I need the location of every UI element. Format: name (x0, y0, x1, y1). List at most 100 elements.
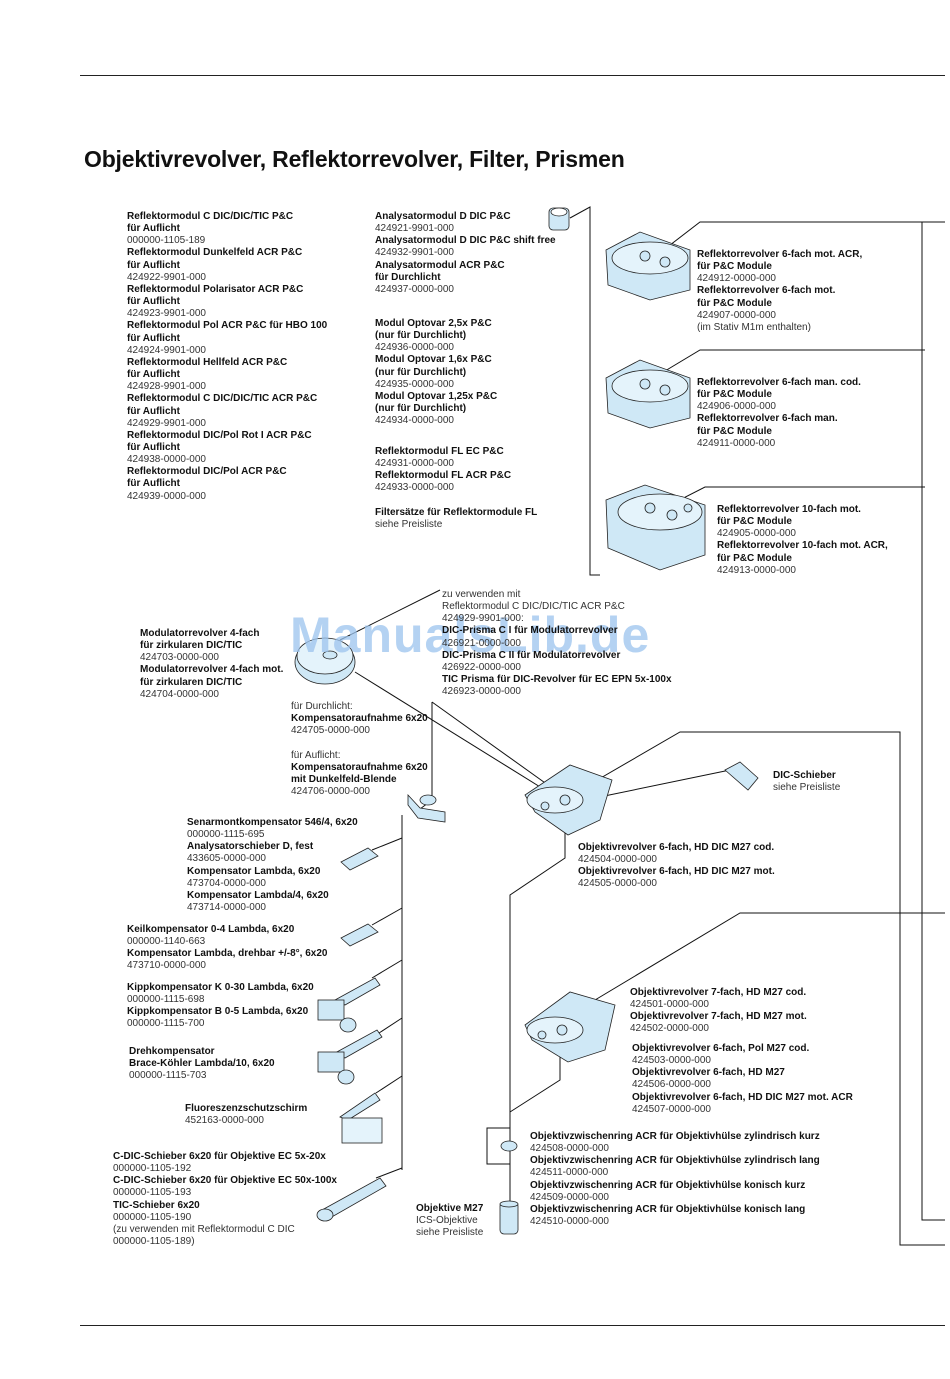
item-number: 424704-0000-000 (140, 688, 219, 700)
item-number: 424511-0000-000 (530, 1167, 609, 1179)
item-name: Analysatormodul D DIC P&C shift free (375, 235, 556, 247)
objektiv-m27-image (499, 1200, 519, 1235)
item-name: Reflektormodul FL ACR P&C (375, 470, 512, 482)
item-name: Reflektorrevolver 10-fach mot. (717, 504, 861, 515)
item-name: Reflektorrevolver 10-fach mot. ACR, (717, 540, 888, 552)
item-number: 424906-0000-000 (697, 401, 776, 413)
item-number: 433605-0000-000 (187, 853, 266, 865)
item-name: (nur für Durchlicht) (375, 403, 467, 415)
item-number: 473704-0000-000 (187, 877, 266, 889)
product-illustrations (294, 207, 759, 1235)
objektivrevolver-6-dic-list: Objektivrevolver 6-fach, HD DIC M27 cod.… (578, 842, 775, 891)
item-name: Drehkompensator (129, 1046, 215, 1057)
item-number: 424509-0000-000 (530, 1191, 609, 1203)
item-number: 000000-1115-700 (127, 1018, 205, 1030)
zwischenring-image (500, 1140, 518, 1152)
item-number: für Auflicht: (291, 750, 341, 761)
item-name: Reflektormodul C DIC/DIC/TIC P&C (127, 211, 294, 222)
objektivrevolver-6-list: Objektivrevolver 6-fach, Pol M27 cod.424… (632, 1043, 853, 1116)
drehkompensator-image (317, 1029, 383, 1085)
item-name: TIC Prisma für DIC-Revolver für EC EPN 5… (442, 674, 672, 686)
item-number: 424923-9901-000 (127, 308, 206, 320)
item-name: Modulatorrevolver 4-fach (140, 628, 260, 639)
item-number: 424703-0000-000 (140, 652, 219, 664)
item-number: siehe Preisliste (375, 519, 443, 531)
item-number: 000000-1105-189 (127, 235, 206, 247)
item-name: Modul Optovar 1,6x P&C (375, 354, 492, 366)
objektivrevolver-6-dic-image (524, 764, 613, 836)
item-name: für Auflicht (127, 478, 180, 490)
item-name: Objektivzwischenring ACR für Objektivhül… (530, 1203, 806, 1215)
item-number: (zu verwenden mit Reflektormodul C DIC (113, 1223, 295, 1235)
reflektorrevolver-man-list: Reflektorrevolver 6-fach man. cod.für P&… (697, 377, 861, 450)
top-rule (80, 75, 945, 76)
item-number: 424913-0000-000 (717, 564, 796, 576)
item-name: für P&C Module (697, 389, 772, 401)
item-name: (nur für Durchlicht) (375, 330, 467, 342)
kompensatoraufnahme-image (407, 793, 446, 823)
item-name: Modul Optovar 2,5x P&C (375, 318, 492, 329)
item-name: für P&C Module (717, 516, 792, 528)
item-number: 424929-9901-000: (442, 613, 524, 625)
item-number: 424938-0000-000 (127, 454, 206, 466)
item-name: für zirkularen DIC/TIC (140, 676, 243, 688)
item-number: 424912-0000-000 (697, 273, 776, 285)
item-name: C-DIC-Schieber 6x20 für Objektive EC 50x… (113, 1175, 337, 1187)
item-name: Objektive M27 (416, 1203, 484, 1214)
item-name: Kippkompensator B 0-5 Lambda, 6x20 (127, 1006, 309, 1018)
item-name: für Auflicht (127, 369, 180, 381)
senarmont-image (340, 847, 379, 871)
item-number: 424929-9901-000 (127, 417, 206, 429)
item-number: 424921-9901-000 (375, 223, 454, 235)
item-number: 424502-0000-000 (630, 1023, 709, 1035)
modulatorrevolver-image (294, 637, 356, 685)
item-number: für Durchlicht: (291, 701, 353, 712)
item-number: 000000-1105-192 (113, 1163, 192, 1175)
item-name: für Durchlicht (375, 271, 441, 283)
item-number: 473710-0000-000 (127, 960, 206, 972)
item-name: DIC-Schieber (773, 770, 836, 781)
objektivrevolver-7-image (524, 991, 616, 1063)
item-name: für Auflicht (127, 441, 180, 453)
item-name: Analysatormodul ACR P&C (375, 259, 505, 271)
reflektormodule-list: Reflektormodul C DIC/DIC/TIC P&C für Aufl… (127, 211, 327, 503)
item-name: Kompensatoraufnahme 6x20 (291, 762, 428, 774)
reflektorrevolver-mot-list: Reflektorrevolver 6-fach mot. ACR,für P&… (697, 249, 862, 334)
item-number: 452163-0000-000 (185, 1115, 264, 1127)
analysator-module-image (548, 207, 570, 231)
item-name: Kompensator Lambda/4, 6x20 (187, 889, 329, 901)
item-name: für P&C Module (697, 261, 772, 273)
item-number: 426922-0000-000 (442, 661, 521, 673)
item-number: Reflektormodul C DIC/DIC/TIC ACR P&C (442, 601, 625, 613)
item-name: TIC-Schieber 6x20 (113, 1199, 200, 1211)
zwischenringe-list: Objektivzwischenring ACR für Objektivhül… (530, 1131, 820, 1228)
item-name: für Auflicht (127, 259, 180, 271)
item-number: 424508-0000-000 (530, 1143, 609, 1155)
watermark: ManualsLib.de (290, 607, 651, 663)
item-name: für P&C Module (697, 297, 772, 309)
item-number: 424706-0000-000 (291, 786, 370, 798)
item-number: 424907-0000-000 (697, 309, 776, 321)
item-name: DIC-Prisma C I für Modulatorrevolver (442, 625, 618, 637)
item-name: DIC-Prisma C II für Modulatorrevolver (442, 649, 621, 661)
item-name: Reflektorrevolver 6-fach mot. (697, 285, 836, 297)
item-number: siehe Preisliste (416, 1227, 484, 1239)
kippkompensator-image (317, 977, 381, 1033)
item-number: 424507-0000-000 (632, 1103, 711, 1115)
item-name: für P&C Module (697, 425, 772, 437)
item-name: Modulatorrevolver 4-fach mot. (140, 664, 284, 676)
item-name: Filtersätze für Reflektormodule FL (375, 507, 538, 518)
item-name: Reflektormodul Hellfeld ACR P&C (127, 356, 288, 368)
reflektorrevolver-6-mot-image (605, 231, 691, 301)
item-number: 424934-0000-000 (375, 415, 454, 427)
item-name: für Auflicht (127, 296, 180, 308)
